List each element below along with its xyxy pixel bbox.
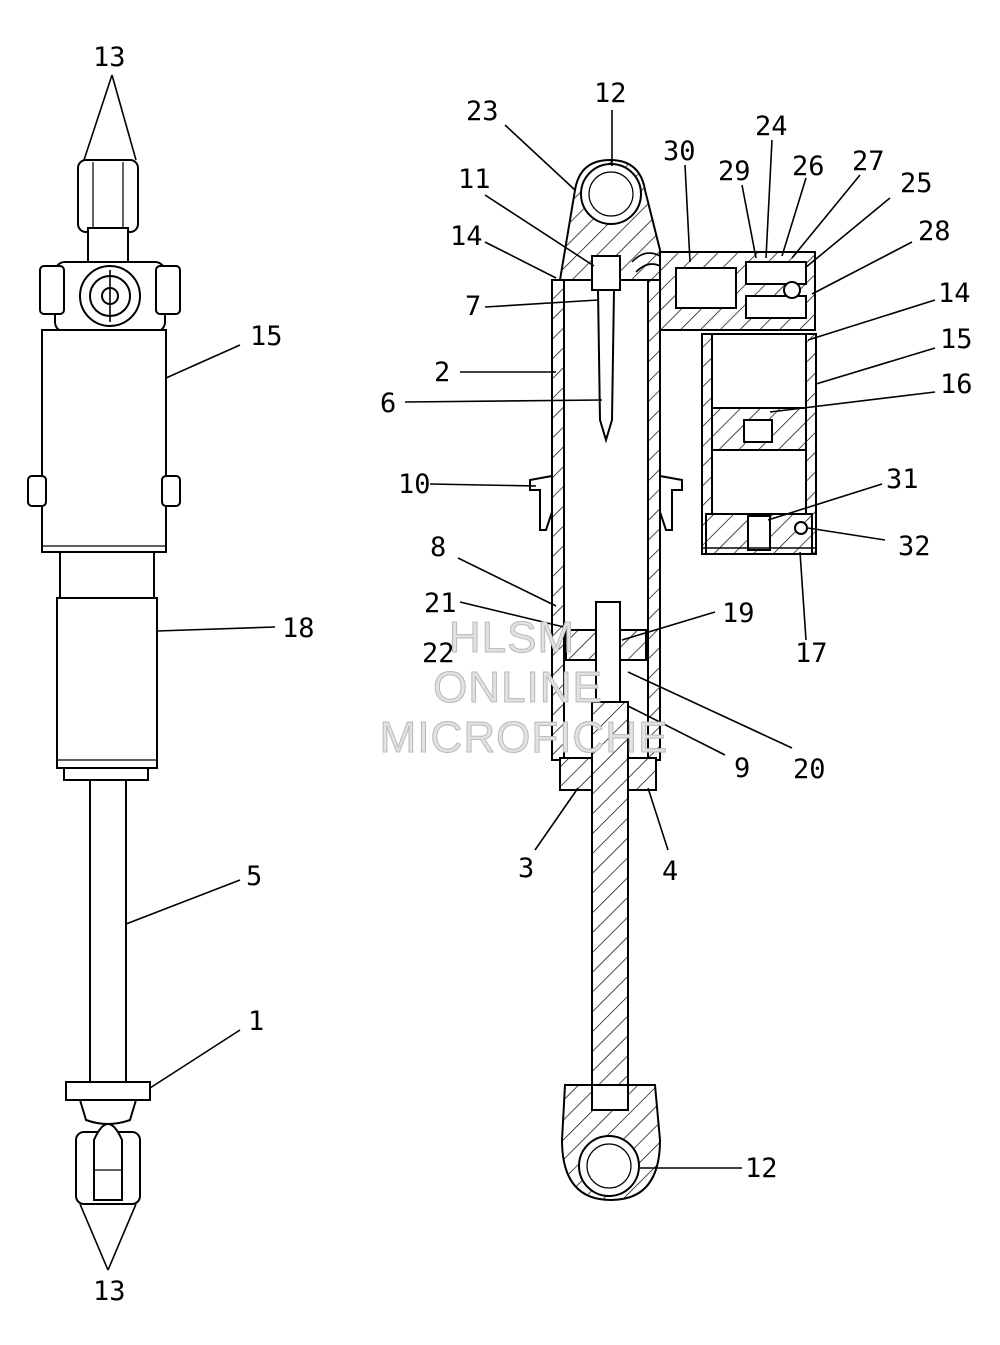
callout-21: 21: [424, 588, 457, 619]
callout-30: 30: [663, 136, 696, 167]
callout-3: 3: [518, 853, 534, 884]
collar: [59, 551, 155, 599]
callout-29: 29: [718, 156, 751, 187]
callout-7: 7: [465, 291, 481, 322]
callout-32: 32: [898, 531, 931, 562]
callout-23: 23: [466, 96, 499, 127]
top-eye-bushing: [77, 159, 139, 233]
spring-seat-right: [659, 474, 683, 531]
top-eye-neck: [87, 227, 129, 263]
callout-31: 31: [886, 464, 919, 495]
spring-seat-left: [529, 474, 553, 531]
callout-13: 13: [93, 1276, 126, 1307]
callout-26: 26: [792, 151, 825, 182]
o-ring-part-32: [794, 521, 808, 535]
callout-27: 27: [852, 146, 885, 177]
callout-19: 19: [722, 598, 755, 629]
exterior-view: [27, 159, 181, 1205]
body-part-15: [41, 329, 167, 553]
bottom-eye-hole: [578, 1135, 640, 1197]
plug-part-11: [591, 255, 621, 291]
callout-12: 12: [745, 1153, 778, 1184]
callout-15: 15: [940, 324, 973, 355]
callout-13: 13: [93, 42, 126, 73]
watermark: HLSM ONLINE MICROFICHE: [379, 613, 669, 763]
watermark-line2: ONLINE: [433, 663, 603, 712]
callout-22: 22: [422, 638, 455, 669]
top-eye-hole: [580, 163, 642, 225]
callout-14: 14: [450, 221, 483, 252]
fill-valve-part-31: [747, 515, 771, 551]
seal-ring: [63, 767, 149, 781]
callout-11: 11: [458, 164, 491, 195]
callout-2: 2: [434, 357, 450, 388]
sleeve-part-18: [56, 597, 158, 769]
watermark-line3: MICROFICHE: [380, 713, 669, 762]
valve-stack: [675, 267, 737, 309]
callout-18: 18: [282, 613, 315, 644]
callout-8: 8: [430, 532, 446, 563]
callout-20: 20: [793, 754, 826, 785]
callout-1: 1: [248, 1006, 264, 1037]
callout-25: 25: [900, 168, 933, 199]
callout-14: 14: [938, 278, 971, 309]
callout-10: 10: [398, 469, 431, 500]
callout-17: 17: [795, 638, 828, 669]
callout-28: 28: [918, 216, 951, 247]
piston-bolt: [595, 601, 621, 703]
callout-15: 15: [250, 321, 283, 352]
callout-5: 5: [246, 861, 262, 892]
bottom-mount-part-1: [65, 1081, 151, 1101]
callout-12: 12: [594, 78, 627, 109]
callout-labels: 13 15 18 5 1 13 12 23 30 24 29 26 27 25 …: [93, 42, 973, 1307]
callout-6: 6: [380, 388, 396, 419]
needle-part-6: [596, 289, 616, 444]
rod-part-5: [89, 779, 127, 1083]
cylinder-wall-right: [647, 279, 661, 761]
callout-24: 24: [755, 111, 788, 142]
callout-4: 4: [662, 856, 678, 887]
leader-lines: [79, 74, 936, 1271]
piston-rod: [591, 701, 629, 1091]
spring-seat-tab-left: [27, 475, 47, 507]
watermark-line1: HLSM: [449, 613, 575, 662]
spring-seat-tab-right: [161, 475, 181, 507]
callout-9: 9: [734, 753, 750, 784]
callout-16: 16: [940, 369, 973, 400]
